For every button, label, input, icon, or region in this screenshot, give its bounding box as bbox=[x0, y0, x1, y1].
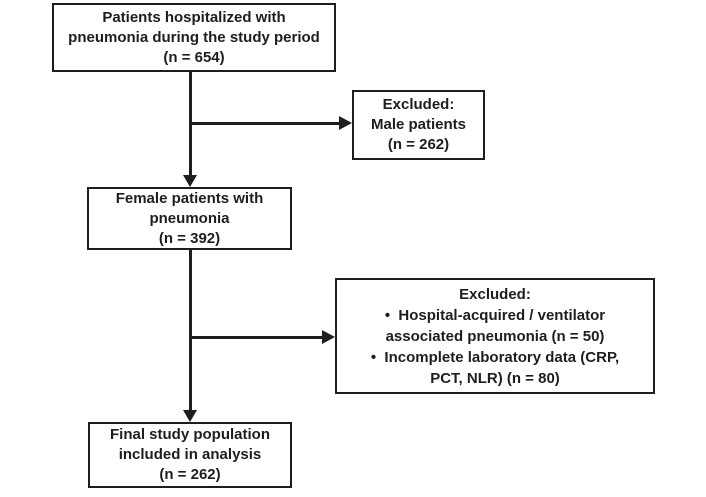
arrow-line-to-excluded-lab bbox=[190, 336, 323, 339]
box-text-line: PCT, NLR) (n = 80) bbox=[430, 369, 560, 387]
arrowhead-down-icon bbox=[183, 410, 197, 422]
box-text-line: Female patients with bbox=[115, 189, 264, 207]
box-text-line: • Incomplete laboratory data (CRP, bbox=[370, 348, 620, 366]
arrow-line-to-excluded-male bbox=[190, 122, 340, 125]
box-text-line: (n = 654) bbox=[163, 48, 225, 66]
arrowhead-right-icon bbox=[322, 330, 335, 344]
arrowhead-right-icon bbox=[339, 116, 352, 130]
box-text-line: included in analysis bbox=[118, 446, 262, 463]
box-text-line: (n = 262) bbox=[387, 136, 450, 153]
flow-box-final: Final study population included in analy… bbox=[88, 422, 292, 488]
box-text-line: associated pneumonia (n = 50) bbox=[385, 327, 605, 345]
box-text-line: pneumonia during the study period bbox=[68, 28, 320, 46]
box-text-line: Excluded: bbox=[459, 285, 531, 303]
box-text-line: (n = 262) bbox=[159, 466, 221, 483]
flow-box-excluded-male: Excluded: Male patients (n = 262) bbox=[352, 90, 485, 160]
flow-box-excluded-lab: Excluded: • Hospital-acquired / ventilat… bbox=[335, 278, 655, 394]
arrowhead-down-icon bbox=[183, 175, 197, 187]
box-text-line: Final study population bbox=[110, 426, 270, 443]
box-text-line: Male patients bbox=[370, 116, 467, 133]
box-text-line: pneumonia bbox=[149, 209, 230, 227]
arrow-line-female-to-final bbox=[189, 250, 192, 410]
flow-box-enrolled: Patients hospitalized with pneumonia dur… bbox=[52, 3, 336, 72]
box-text-line: • Hospital-acquired / ventilator bbox=[384, 306, 606, 324]
box-text-line: (n = 392) bbox=[158, 229, 221, 247]
flow-box-female: Female patients with pneumonia (n = 392) bbox=[87, 187, 292, 250]
box-text-line: Excluded: bbox=[382, 96, 455, 113]
box-text-line: Patients hospitalized with bbox=[102, 8, 286, 26]
